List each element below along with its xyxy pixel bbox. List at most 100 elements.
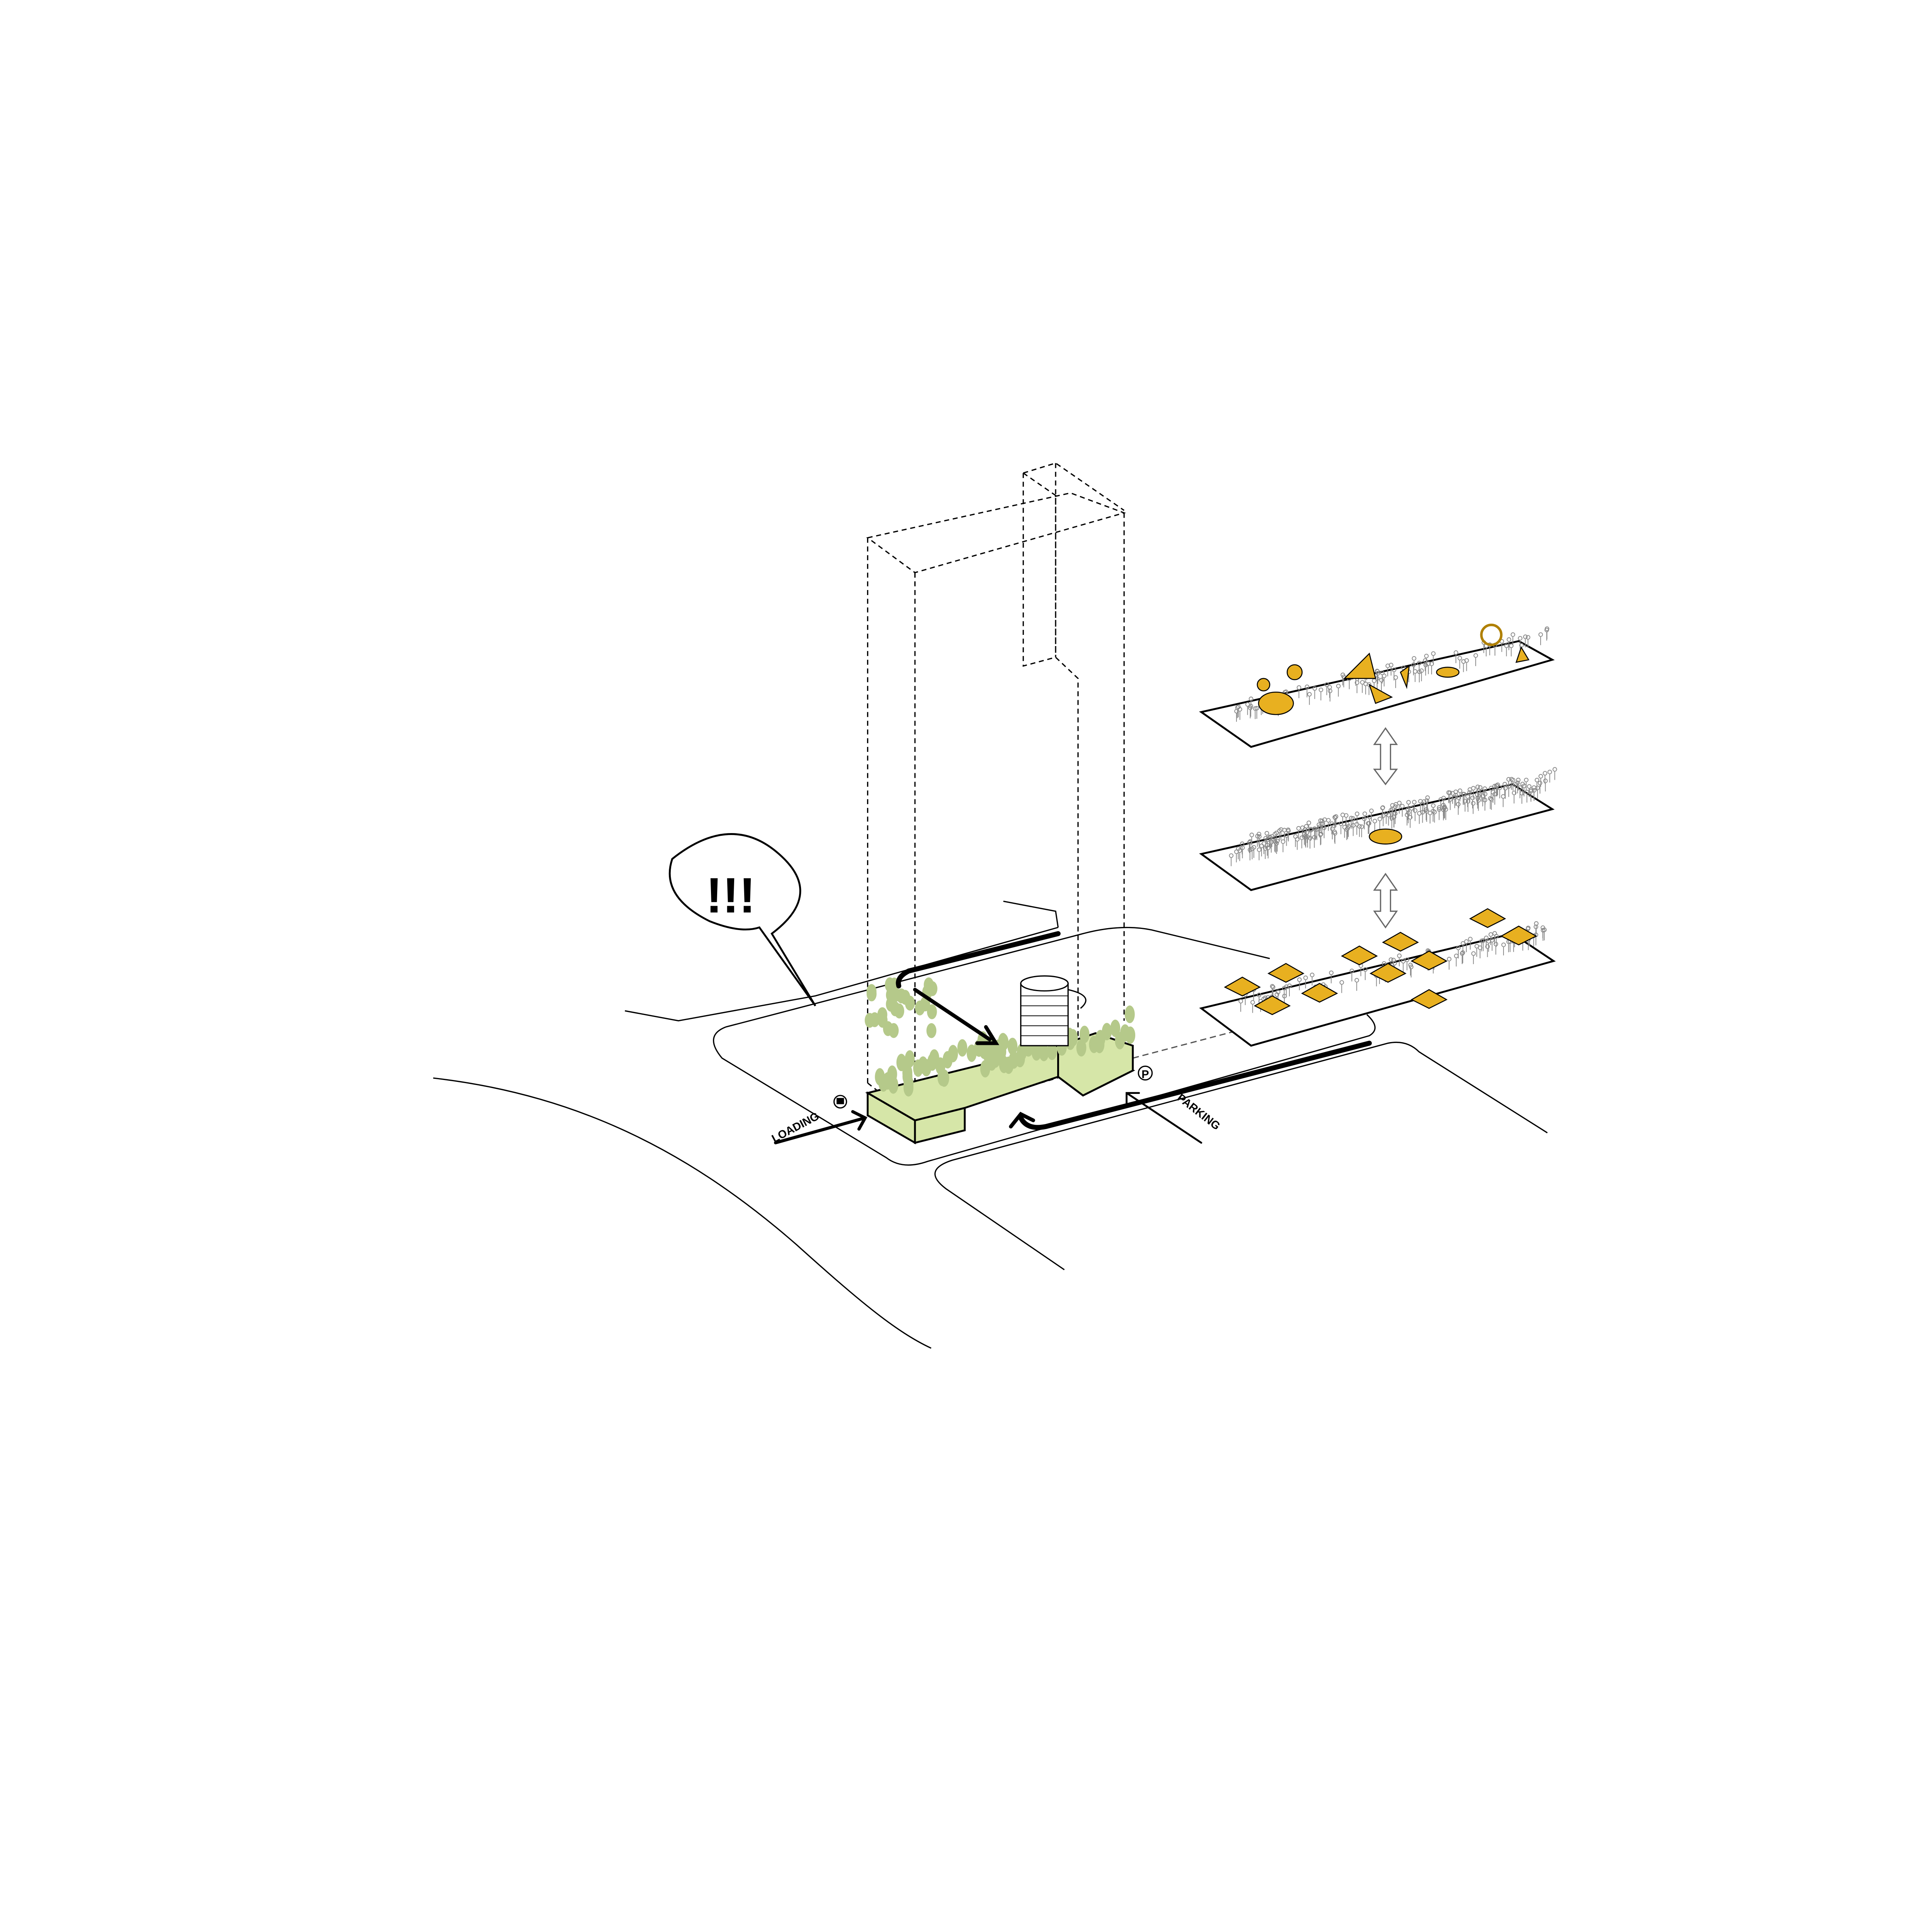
- person: [1297, 977, 1302, 990]
- tree: [894, 1003, 905, 1019]
- person: [1392, 815, 1396, 828]
- person: [1287, 983, 1292, 997]
- tree: [942, 1051, 953, 1069]
- person: [1330, 821, 1334, 835]
- person: [1378, 816, 1382, 830]
- sculptures: [1257, 624, 1530, 845]
- tree: [1125, 1026, 1136, 1044]
- person: [1464, 658, 1469, 671]
- market-stall: [1224, 976, 1261, 997]
- person: [1393, 804, 1398, 817]
- person: [1488, 932, 1493, 945]
- person: [1463, 799, 1468, 812]
- person: [1389, 663, 1393, 676]
- cylinder-tower: [1020, 975, 1087, 1046]
- person: [1513, 782, 1518, 795]
- person: [1541, 925, 1545, 939]
- person: [1448, 797, 1453, 810]
- double-arrow-icon: [1373, 727, 1398, 929]
- diagram-svg: LOADING PARKING P !!!: [433, 462, 1557, 1349]
- person: [1380, 805, 1385, 818]
- tree: [1102, 1023, 1112, 1041]
- person: [1240, 842, 1245, 855]
- market-stall: [1369, 963, 1406, 983]
- person: [1385, 663, 1390, 677]
- person: [1362, 811, 1367, 825]
- loading-text: LOADING: [770, 1110, 821, 1145]
- person: [1405, 807, 1410, 820]
- person: [1320, 821, 1324, 834]
- tree: [869, 1012, 880, 1027]
- tree: [1115, 1032, 1125, 1049]
- person: [1248, 696, 1253, 709]
- person: [1537, 781, 1543, 794]
- market-stall: [1500, 925, 1537, 946]
- person: [1355, 811, 1359, 825]
- person: [1405, 813, 1410, 826]
- person: [1355, 680, 1359, 693]
- person: [1333, 814, 1338, 827]
- person: [1245, 702, 1250, 715]
- tree: [966, 1044, 977, 1062]
- person: [1447, 957, 1452, 970]
- tree: [1124, 1005, 1135, 1023]
- person: [1305, 830, 1310, 843]
- person: [1318, 687, 1323, 701]
- person: [1488, 796, 1493, 809]
- tree: [1007, 1037, 1018, 1055]
- person: [1273, 840, 1278, 853]
- person: [1409, 964, 1413, 978]
- tree: [889, 1023, 899, 1038]
- person: [1543, 779, 1548, 792]
- person: [1349, 816, 1354, 829]
- person: [1499, 639, 1504, 652]
- truck-icon: [833, 1095, 847, 1109]
- person: [1424, 654, 1429, 667]
- person: [1479, 939, 1484, 952]
- person: [1471, 786, 1476, 799]
- market-stall: [1341, 945, 1378, 966]
- market-stall: [1382, 932, 1419, 952]
- person: [1389, 816, 1395, 829]
- person: [1479, 789, 1484, 802]
- person: [1460, 951, 1464, 964]
- person: [1236, 846, 1241, 859]
- parking-icon: P: [1138, 1065, 1153, 1081]
- person: [1367, 815, 1372, 828]
- person: [1252, 845, 1256, 858]
- person: [1532, 788, 1536, 801]
- person: [1344, 813, 1349, 826]
- person: [1428, 811, 1432, 824]
- person: [1269, 834, 1274, 847]
- person: [1397, 953, 1402, 966]
- tree: [905, 1050, 915, 1068]
- person: [1471, 801, 1476, 814]
- person: [1350, 816, 1355, 829]
- person: [1302, 832, 1307, 845]
- person: [1420, 801, 1425, 815]
- person: [1509, 643, 1514, 656]
- tree: [1076, 1039, 1087, 1057]
- person: [1345, 826, 1350, 839]
- person: [1412, 656, 1417, 669]
- person: [1279, 827, 1284, 840]
- person: [1362, 816, 1367, 830]
- person: [1461, 941, 1465, 954]
- tree: [886, 987, 896, 1003]
- person: [1390, 803, 1395, 816]
- person: [1497, 786, 1502, 799]
- person: [1538, 632, 1543, 645]
- person: [1420, 810, 1425, 823]
- tree: [923, 977, 934, 993]
- person: [1409, 806, 1414, 819]
- person: [1354, 978, 1359, 991]
- person: [1538, 774, 1543, 787]
- person: [1447, 790, 1452, 804]
- person: [1363, 967, 1368, 980]
- person: [1553, 767, 1557, 780]
- speech-bubble-text: !!!: [706, 867, 756, 923]
- person: [1423, 663, 1428, 676]
- tower-outline: [866, 462, 1126, 1121]
- person: [1509, 777, 1514, 790]
- person: [1293, 834, 1298, 847]
